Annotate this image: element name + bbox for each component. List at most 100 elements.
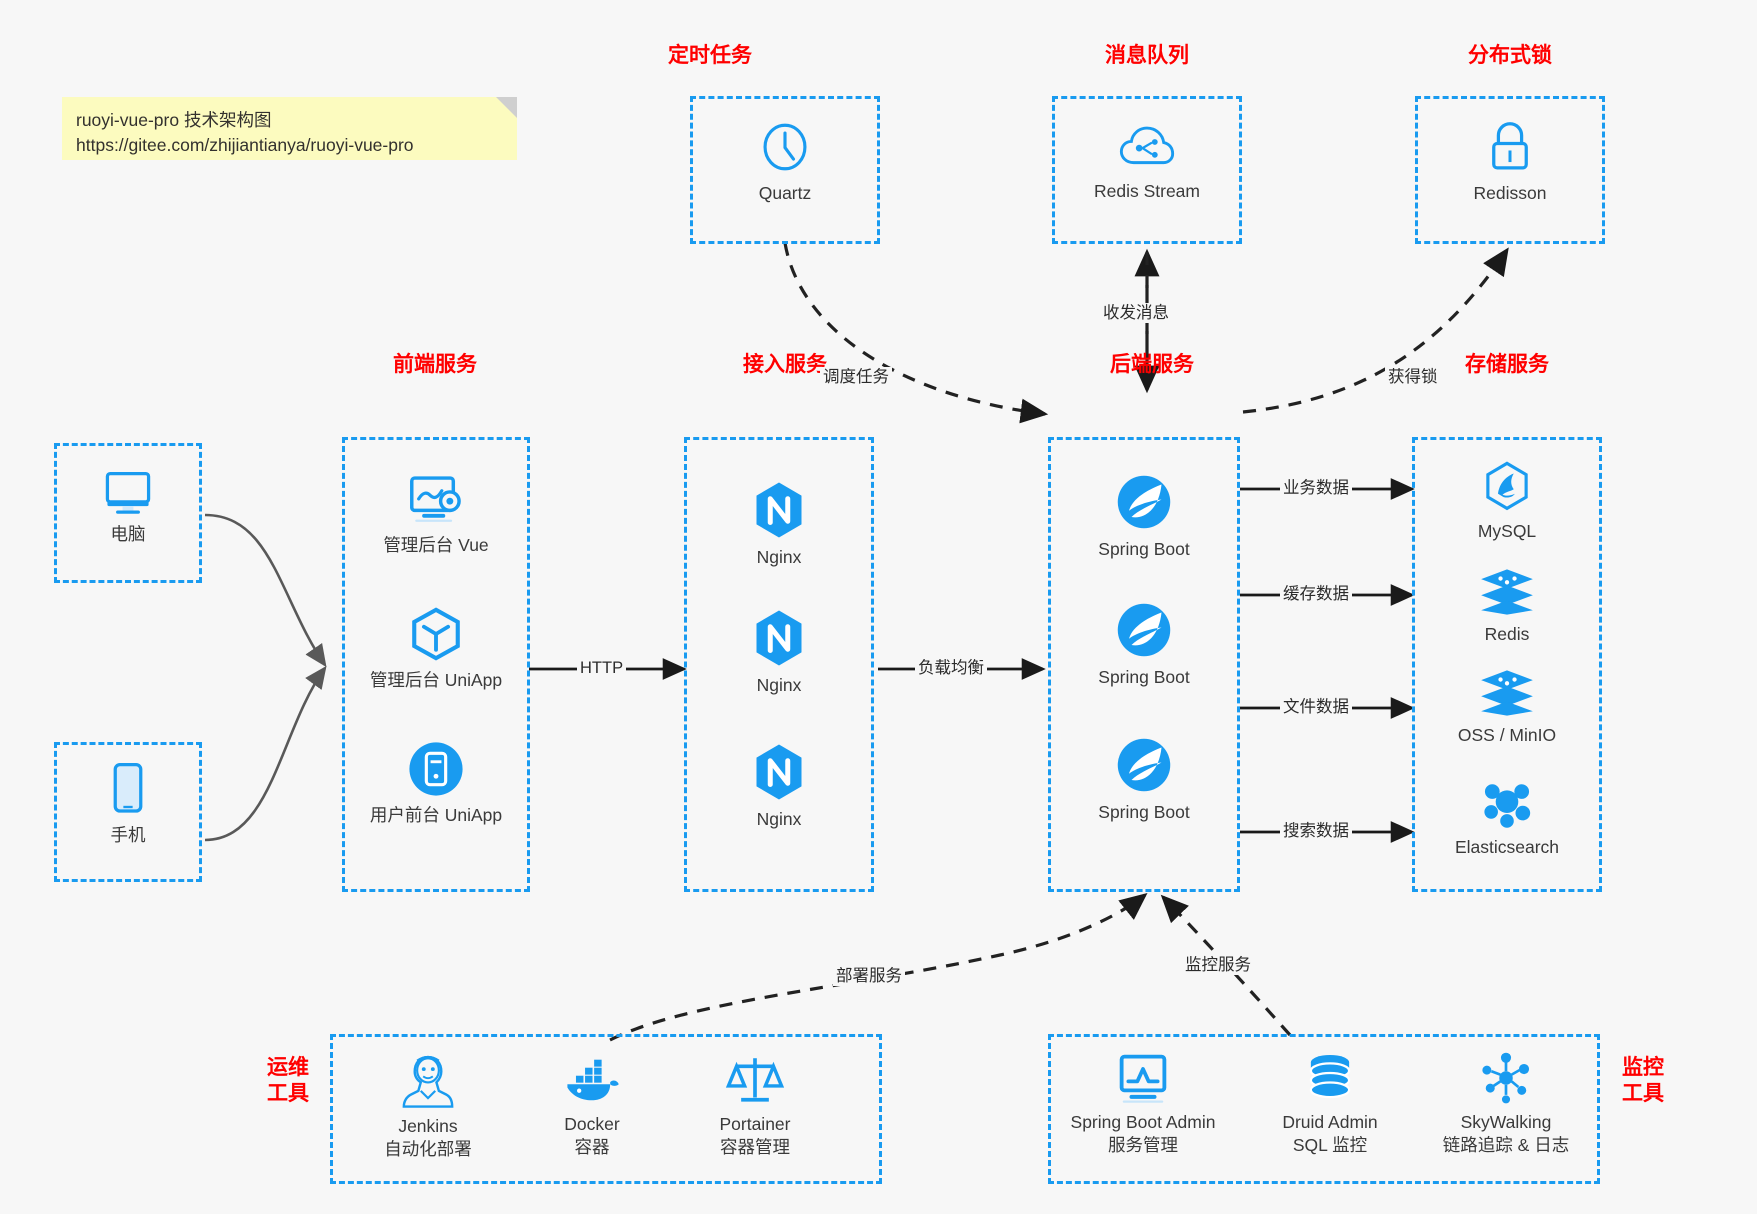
- node-label: 管理后台 UniApp: [369, 670, 503, 690]
- group-title-gateway: 接入服务: [743, 353, 827, 376]
- group-title-frontend: 前端服务: [393, 353, 477, 376]
- node-label: Elasticsearch: [1454, 837, 1560, 857]
- node-desktop[interactable]: 电脑: [64, 465, 192, 546]
- edge-scheduler-to-backend: [783, 242, 1049, 424]
- docker-icon: [567, 1059, 619, 1101]
- node-nginx-2[interactable]: Nginx: [694, 608, 864, 697]
- group-box-client-mobile[interactable]: [54, 742, 202, 882]
- edge-label-business-data: 业务数据: [1280, 478, 1352, 498]
- node-jenkins[interactable]: Jenkins 自动化部署: [348, 1051, 508, 1161]
- edge-label-load-balance: 负载均衡: [915, 658, 987, 678]
- edge-label-deploy-service: 部署服务: [833, 966, 905, 986]
- database-icon: [1309, 1054, 1351, 1099]
- node-spring-boot-admin[interactable]: Spring Boot Admin 服务管理: [1045, 1051, 1241, 1157]
- node-label: 电脑: [110, 524, 146, 544]
- group-box-frontend[interactable]: [342, 437, 530, 892]
- node-label: Redis: [1484, 624, 1530, 644]
- node-label: Redisson: [1473, 183, 1547, 203]
- group-box-client-desktop[interactable]: [54, 443, 202, 583]
- node-sublabel: 容器管理: [720, 1137, 790, 1157]
- edge-label-http: HTTP: [577, 658, 627, 678]
- chart-monitor-icon: [1119, 1054, 1167, 1103]
- group-title-lock: 分布式锁: [1468, 44, 1552, 67]
- node-sublabel: SQL 监控: [1292, 1135, 1368, 1155]
- note-fold-corner: [496, 97, 517, 118]
- node-sublabel: 链路追踪 & 日志: [1442, 1135, 1570, 1155]
- nginx-icon: [756, 482, 802, 538]
- mysql-icon: [1486, 461, 1528, 511]
- group-box-devops[interactable]: [330, 1034, 882, 1184]
- clock-icon: [763, 123, 807, 171]
- group-box-backend[interactable]: [1048, 437, 1240, 892]
- note-line-2: https://gitee.com/zhijiantianya/ruoyi-vu…: [76, 135, 414, 155]
- elasticsearch-icon: [1484, 784, 1531, 828]
- node-redis[interactable]: Redis: [1422, 567, 1592, 646]
- node-label: 管理后台 Vue: [383, 535, 489, 555]
- node-admin-uniapp[interactable]: 管理后台 UniApp: [350, 605, 522, 692]
- node-label: Spring Boot Admin: [1070, 1112, 1216, 1132]
- node-label: Druid Admin: [1282, 1112, 1378, 1132]
- spring-boot-icon: [1117, 475, 1171, 529]
- group-title-monitor: 监控 工具: [1613, 1055, 1673, 1107]
- sticky-note: ruoyi-vue-pro 技术架构图 https://gitee.com/zh…: [62, 97, 517, 160]
- group-title-mq: 消息队列: [1105, 44, 1189, 67]
- group-title-devops-line1: 运维: [267, 1056, 309, 1079]
- edge-label-schedule-task: 调度任务: [820, 367, 892, 387]
- redis-icon: [1481, 569, 1533, 615]
- portainer-icon: [725, 1058, 785, 1102]
- edge-label-acquire-lock: 获得锁: [1385, 367, 1441, 387]
- node-elasticsearch[interactable]: Elasticsearch: [1422, 778, 1592, 859]
- group-box-gateway[interactable]: [684, 437, 874, 892]
- group-title-monitor-line1: 监控: [1622, 1056, 1664, 1079]
- group-box-mq[interactable]: [1052, 96, 1242, 244]
- spring-boot-icon: [1117, 738, 1171, 792]
- node-mobile[interactable]: 手机: [64, 760, 192, 847]
- node-quartz[interactable]: Quartz: [700, 118, 870, 205]
- group-title-monitor-line2: 工具: [1622, 1082, 1664, 1105]
- node-spring-boot-1[interactable]: Spring Boot: [1058, 472, 1230, 561]
- node-user-uniapp[interactable]: 用户前台 UniApp: [350, 740, 522, 827]
- node-docker[interactable]: Docker 容器: [512, 1053, 672, 1159]
- spring-boot-icon: [1117, 603, 1171, 657]
- edge-label-send-receive-message: 收发消息: [1100, 303, 1172, 323]
- node-druid-admin[interactable]: Druid Admin SQL 监控: [1250, 1051, 1410, 1157]
- node-label: Portainer: [719, 1114, 791, 1134]
- group-box-storage[interactable]: [1412, 437, 1602, 892]
- edge-label-file-data: 文件数据: [1280, 697, 1352, 717]
- node-label: Spring Boot: [1098, 539, 1190, 559]
- node-redis-stream[interactable]: Redis Stream: [1062, 120, 1232, 203]
- node-label: Quartz: [758, 183, 812, 203]
- group-title-scheduler: 定时任务: [668, 44, 752, 67]
- node-skywalking[interactable]: SkyWalking 链路追踪 & 日志: [1418, 1051, 1594, 1157]
- node-portainer[interactable]: Portainer 容器管理: [675, 1051, 835, 1159]
- mobile-icon: [113, 763, 143, 813]
- oss-icon: [1481, 670, 1533, 716]
- desktop-icon: [105, 472, 151, 514]
- group-title-devops: 运维 工具: [258, 1055, 318, 1107]
- group-title-devops-line2: 工具: [267, 1082, 309, 1105]
- group-box-scheduler[interactable]: [690, 96, 880, 244]
- admin-dashboard-icon: [410, 476, 461, 522]
- node-oss-minio[interactable]: OSS / MinIO: [1422, 668, 1592, 747]
- app-circle-icon: [409, 742, 463, 796]
- group-box-lock[interactable]: [1415, 96, 1605, 244]
- group-box-monitor[interactable]: [1048, 1034, 1600, 1184]
- node-nginx-3[interactable]: Nginx: [694, 742, 864, 831]
- node-admin-vue[interactable]: 管理后台 Vue: [350, 472, 522, 557]
- node-label: MySQL: [1477, 521, 1537, 541]
- node-label: Spring Boot: [1098, 802, 1190, 822]
- node-sublabel: 服务管理: [1108, 1135, 1178, 1155]
- node-spring-boot-2[interactable]: Spring Boot: [1058, 600, 1230, 689]
- cube-icon: [412, 607, 460, 661]
- node-spring-boot-3[interactable]: Spring Boot: [1058, 735, 1230, 824]
- node-mysql[interactable]: MySQL: [1422, 460, 1592, 543]
- node-label: Redis Stream: [1093, 181, 1200, 201]
- edge-label-cache-data: 缓存数据: [1280, 584, 1352, 604]
- node-redisson[interactable]: Redisson: [1425, 118, 1595, 205]
- node-sublabel: 容器: [574, 1137, 610, 1157]
- node-nginx-1[interactable]: Nginx: [694, 480, 864, 569]
- edge-label-monitor-service: 监控服务: [1182, 955, 1254, 975]
- node-label: 手机: [110, 825, 146, 845]
- node-label: 用户前台 UniApp: [369, 805, 503, 825]
- skywalking-icon: [1482, 1052, 1530, 1104]
